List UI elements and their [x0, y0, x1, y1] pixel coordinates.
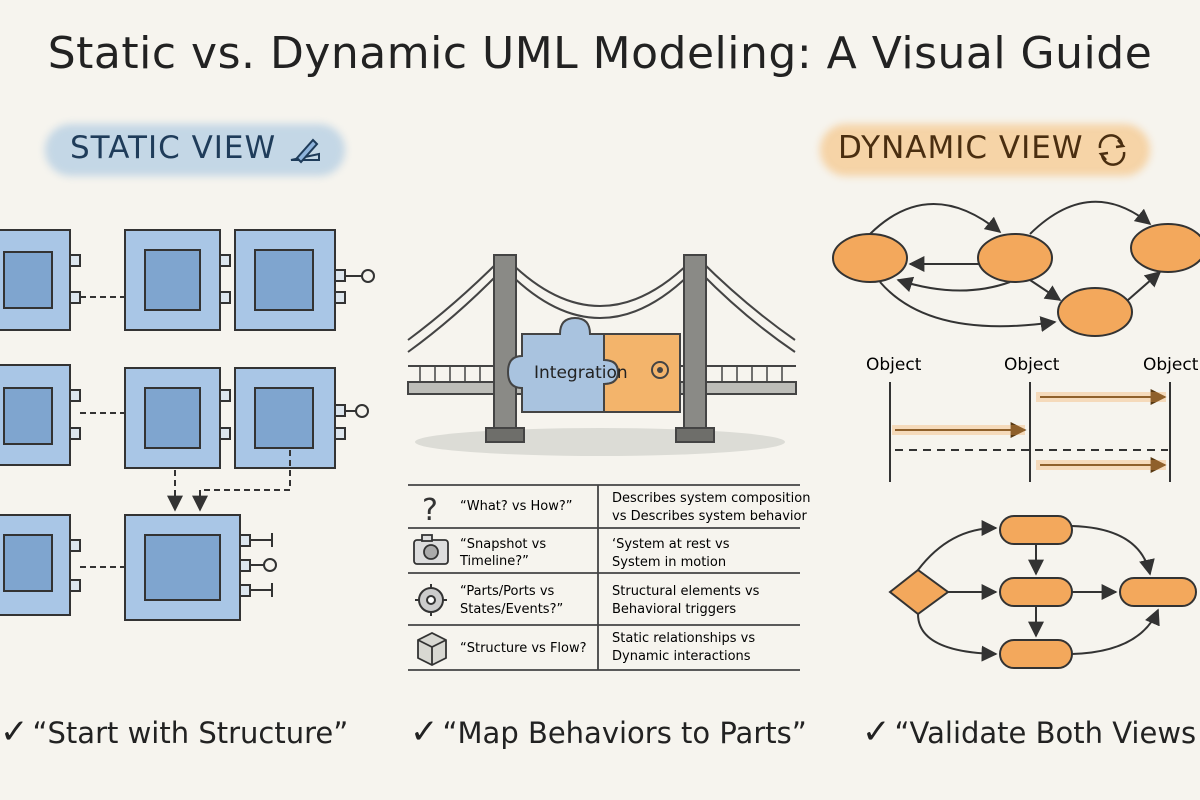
object-label: Object — [866, 355, 922, 375]
component-box — [124, 514, 277, 621]
puzzle-piece-orange — [603, 333, 681, 413]
answer-text: Structural elements vs — [612, 584, 760, 599]
answer-text: vs Describes system behavior — [612, 509, 807, 524]
component-box — [0, 364, 81, 466]
question-text: States/Events?” — [460, 602, 563, 617]
question-text: “Parts/Ports vs — [460, 584, 555, 599]
answer-text: Dynamic interactions — [612, 649, 751, 664]
component-box — [0, 229, 81, 331]
answer-text: Describes system composition — [612, 491, 810, 506]
dynamic-view-label: DYNAMIC VIEW — [838, 130, 1130, 166]
state-node — [1130, 223, 1200, 273]
question-text: “Snapshot vs — [460, 537, 546, 552]
camera-icon — [413, 534, 449, 565]
state-diagram — [832, 200, 1200, 337]
activity-node — [999, 515, 1073, 545]
object-label: Object — [1004, 355, 1060, 375]
gear-icon — [415, 584, 447, 616]
question-icon: ? — [422, 493, 438, 528]
question-text: “Structure vs Flow? — [460, 641, 587, 656]
page-title: Static vs. Dynamic UML Modeling: A Visua… — [47, 28, 1153, 79]
static-view-label: STATIC VIEW — [70, 130, 323, 166]
dynamic-label-highlight — [820, 124, 1150, 176]
answer-text: System in motion — [612, 555, 726, 570]
question-text: Timeline?” — [459, 554, 529, 569]
object-label: Object — [1143, 355, 1199, 375]
activity-node — [999, 639, 1073, 669]
state-node — [832, 233, 908, 283]
bridge-railing — [419, 366, 783, 382]
checkmark-icon: ✓ — [0, 712, 29, 752]
refresh-arrows-icon — [1098, 133, 1126, 166]
dynamic-view-text: DYNAMIC VIEW — [838, 130, 1084, 166]
cube-icon — [417, 631, 447, 667]
static-component-diagram — [0, 229, 375, 621]
decision-node — [888, 568, 950, 616]
component-box — [124, 367, 231, 469]
question-text: “What? vs How?” — [460, 499, 573, 514]
static-label-highlight — [45, 124, 345, 176]
bridge-illustration: Integration — [407, 254, 797, 456]
integration-label: Integration — [534, 363, 628, 383]
caption-left: ✓“Start with Structure” — [0, 712, 348, 752]
static-view-text: STATIC VIEW — [70, 130, 277, 166]
component-box — [124, 229, 231, 331]
checkmark-icon: ✓ — [410, 712, 439, 752]
answer-text: Static relationships vs — [612, 631, 755, 646]
component-box — [234, 367, 369, 469]
activity-diagram — [888, 515, 1197, 669]
answer-text: ‘System at rest vs — [612, 537, 730, 552]
component-box — [0, 514, 81, 616]
caption-middle: ✓“Map Behaviors to Parts” — [410, 712, 807, 752]
ruler-pencil-icon — [290, 138, 321, 163]
answer-text: Behavioral triggers — [612, 602, 736, 617]
checkmark-icon: ✓ — [862, 712, 891, 752]
component-box — [234, 229, 375, 331]
caption-middle-text: “Map Behaviors to Parts” — [442, 716, 807, 750]
comparison-table: ? “What? vs How?” “Snapshot vs Timeline?… — [408, 484, 810, 671]
activity-node — [999, 577, 1073, 607]
state-node — [1057, 287, 1133, 337]
sequence-diagram: Object Object Object — [866, 355, 1199, 482]
caption-right-text: “Validate Both Views — [894, 716, 1197, 750]
caption-right: ✓“Validate Both Views — [862, 712, 1196, 752]
state-node — [977, 233, 1053, 283]
caption-left-text: “Start with Structure” — [32, 716, 349, 750]
activity-node — [1119, 577, 1197, 607]
